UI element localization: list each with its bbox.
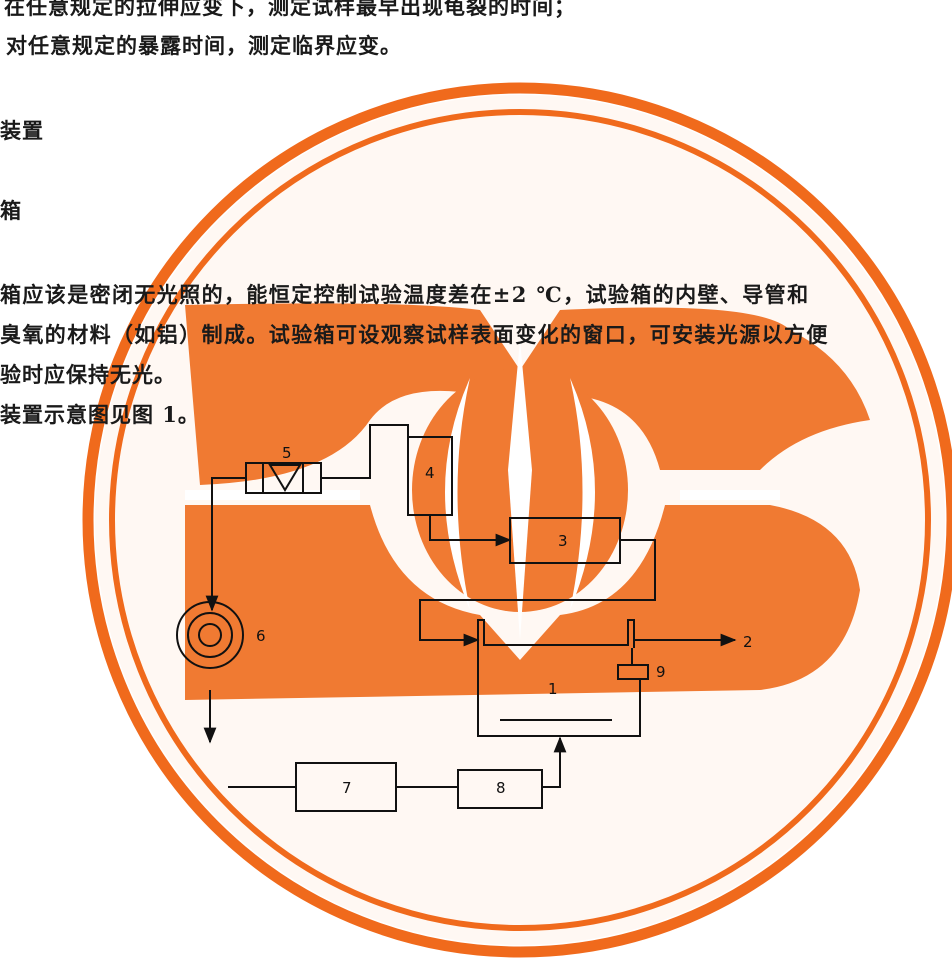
pipe-3-to-chamber [419,539,656,647]
label-9: 9 [656,663,666,681]
watermark-spear [508,340,532,640]
watermark-inner-ring [109,109,931,931]
label-2: 2 [743,633,753,651]
component-6-middle [187,612,233,658]
watermark-crescent-right [570,378,595,610]
watermark-gap [185,490,360,500]
component-8-box [457,769,543,809]
label-6: 6 [256,627,266,645]
watermark-gap-right [680,490,780,500]
label-8: 8 [496,779,506,797]
section-heading-box: 箱 [0,198,22,223]
component-9-box [617,664,649,680]
chamber-lid [477,619,635,648]
chamber-body [477,620,641,737]
label-4: 4 [425,464,435,482]
pipe-4-to-3 [429,515,512,547]
text-line-8: 装置示意图见图 1。 [0,402,200,427]
text-line-2: 对任意规定的暴露时间，测定临界应变。 [6,33,402,58]
label-5: 5 [282,444,292,462]
text-line-1: 在任意规定的拉伸应变下，测定试样最早出现龟裂的时间； [4,0,576,19]
component-6-inner [198,623,222,647]
text-line-5: 箱应该是密闭无光照的，能恒定控制试验温度差在±2 ℃，试验箱的内壁、导管和 [0,282,810,307]
text-line-6: 臭氧的材料（如铝）制成。试验箱可设观察试样表面变化的窗口，可安装光源以方便 [0,322,829,347]
pipe-8-to-chamber [542,736,567,788]
watermark-lower-band [185,505,860,700]
label-7: 7 [342,779,352,797]
label-1: 1 [548,680,558,698]
text-line-7: 验时应保持无光。 [0,362,176,387]
pipe-5-to-4 [321,424,409,479]
component-6-outer [176,601,244,669]
label-3: 3 [558,532,568,550]
component-5-triangle [268,464,302,492]
watermark-outer-ring [82,82,952,958]
pipe-5-to-6 [205,477,246,612]
section-heading-device: 装置 [0,118,44,143]
